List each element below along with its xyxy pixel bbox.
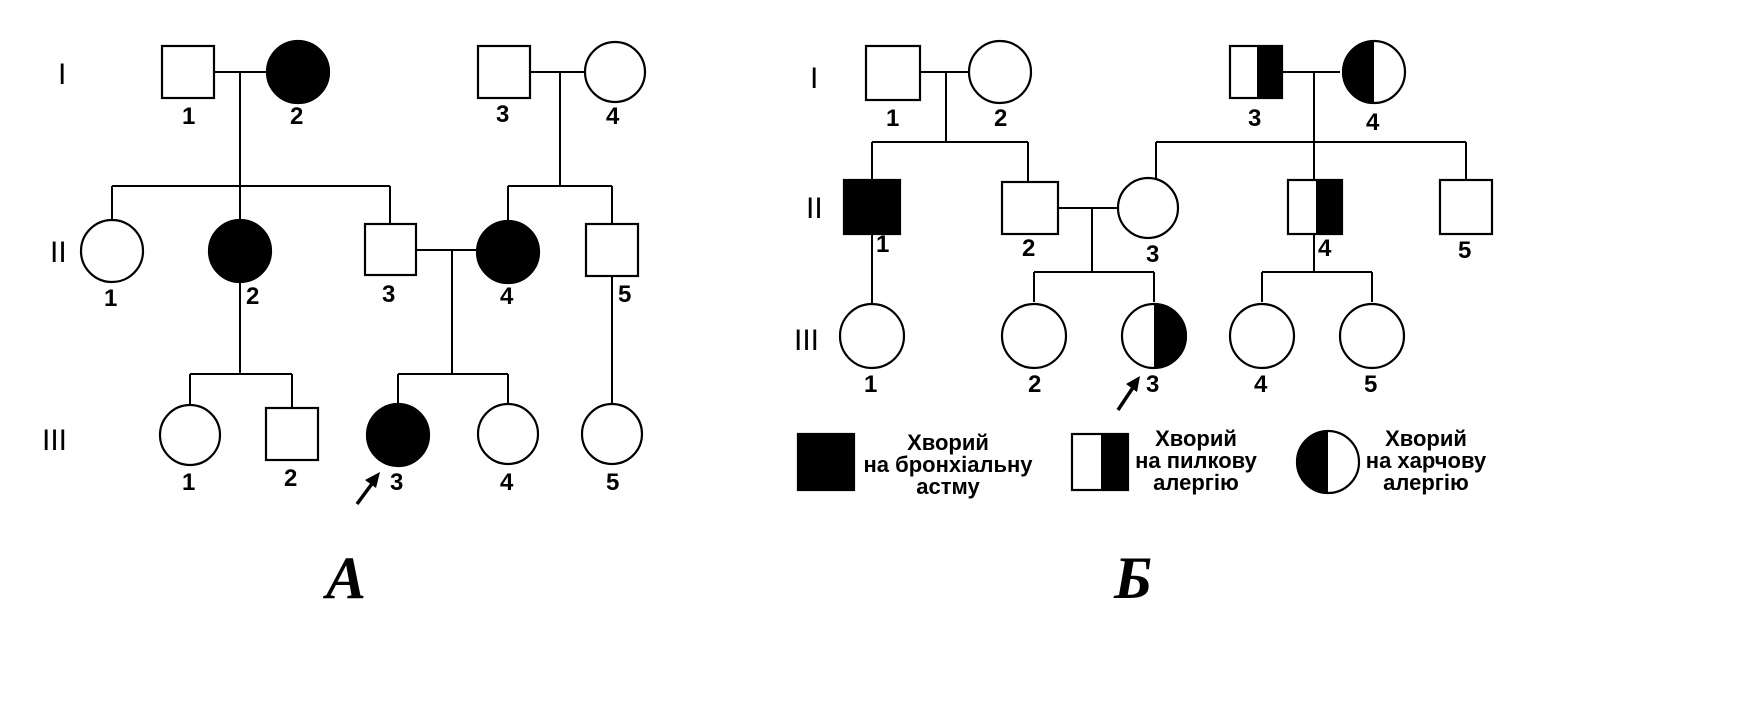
individual-a-i2-female-affected bbox=[265, 39, 331, 105]
number-a-ii2: 2 bbox=[246, 283, 259, 310]
individual-b-iii5-female bbox=[1338, 302, 1406, 370]
legend-food-line3: алергію bbox=[1383, 470, 1469, 495]
number-a-iii1: 1 bbox=[182, 469, 195, 496]
individual-b-iii2-female bbox=[1000, 302, 1068, 370]
legend-food-line1: Хворий bbox=[1385, 426, 1467, 451]
number-b-i2: 2 bbox=[994, 105, 1007, 132]
individual-b-i1-male bbox=[864, 44, 922, 102]
generation-label-b-3: III bbox=[794, 324, 819, 357]
number-a-iii5: 5 bbox=[606, 469, 619, 496]
number-b-ii5: 5 bbox=[1458, 237, 1471, 264]
generation-label-a-1: I bbox=[58, 58, 66, 91]
individual-a-i4-female bbox=[583, 40, 647, 104]
number-b-iii2: 2 bbox=[1028, 371, 1041, 398]
number-a-iii3: 3 bbox=[390, 469, 403, 496]
legend-asthma-line3: астму bbox=[916, 474, 980, 499]
individual-a-ii5-male bbox=[584, 222, 640, 278]
number-a-iii2: 2 bbox=[284, 465, 297, 492]
number-a-ii4: 4 bbox=[500, 283, 514, 310]
legend-item-asthma: Хворий на бронхіальну астму bbox=[796, 430, 1034, 499]
individual-a-iii4-female bbox=[476, 402, 540, 466]
individual-a-i3-male bbox=[476, 44, 532, 100]
number-a-i1: 1 bbox=[182, 103, 195, 130]
individual-a-iii5-female bbox=[580, 402, 644, 466]
number-b-i1: 1 bbox=[886, 105, 899, 132]
pedigree-b: I II III bbox=[794, 39, 1494, 611]
proband-arrow-a bbox=[355, 472, 380, 506]
individual-b-i3-male-pollen-allergy bbox=[1228, 44, 1284, 100]
number-b-iii5: 5 bbox=[1364, 371, 1377, 398]
individual-a-i1-male bbox=[160, 44, 216, 100]
number-b-iii3: 3 bbox=[1146, 371, 1159, 398]
number-a-ii3: 3 bbox=[382, 281, 395, 308]
individual-a-iii2-male bbox=[264, 406, 320, 462]
legend-swatch-asthma bbox=[796, 432, 856, 492]
individual-a-ii2-female-affected bbox=[207, 218, 273, 284]
number-b-iii1: 1 bbox=[864, 371, 877, 398]
legend-pollen-line1: Хворий bbox=[1155, 426, 1237, 451]
number-a-i2: 2 bbox=[290, 103, 303, 130]
number-a-ii1: 1 bbox=[104, 285, 117, 312]
generation-label-b-2: II bbox=[806, 192, 823, 225]
legend-item-food: Хворий на харчову алергію bbox=[1295, 426, 1487, 495]
individual-a-iii3-female-affected-proband bbox=[365, 402, 431, 468]
individual-b-i2-female bbox=[967, 39, 1033, 105]
connector-lines-a bbox=[111, 71, 613, 408]
individual-b-ii2-male bbox=[1000, 180, 1060, 236]
number-b-ii4: 4 bbox=[1318, 235, 1332, 262]
individual-a-ii1-female bbox=[79, 218, 145, 284]
individual-b-iii1-female bbox=[838, 302, 906, 370]
pedigree-a: I II III bbox=[42, 39, 647, 611]
generation-label-a-2: II bbox=[50, 236, 67, 269]
legend: Хворий на бронхіальну астму Хворий на пи… bbox=[796, 426, 1487, 499]
individual-b-ii1-male-asthma bbox=[842, 178, 902, 236]
proband-arrow-b bbox=[1116, 376, 1140, 411]
legend-asthma-line1: Хворий bbox=[907, 430, 989, 455]
number-a-iii4: 4 bbox=[500, 469, 514, 496]
number-a-ii5: 5 bbox=[618, 281, 631, 308]
individual-a-iii1-female bbox=[158, 403, 222, 467]
connector-lines-b bbox=[871, 71, 1467, 306]
individual-b-ii5-male bbox=[1438, 178, 1494, 236]
legend-asthma-line2: на бронхіальну bbox=[864, 452, 1034, 477]
legend-pollen-line3: алергію bbox=[1153, 470, 1239, 495]
number-b-i4: 4 bbox=[1366, 109, 1380, 136]
number-b-iii4: 4 bbox=[1254, 371, 1268, 398]
legend-item-pollen: Хворий на пилкову алергію bbox=[1070, 426, 1258, 495]
individual-b-ii3-female bbox=[1116, 176, 1180, 240]
diagram-a-title: А bbox=[322, 545, 366, 611]
individual-a-ii3-male bbox=[363, 222, 418, 277]
generation-label-b-1: I bbox=[810, 62, 818, 95]
number-b-ii1: 1 bbox=[876, 231, 889, 258]
number-b-i3: 3 bbox=[1248, 105, 1261, 132]
number-a-i4: 4 bbox=[606, 103, 620, 130]
legend-pollen-line2: на пилкову bbox=[1135, 448, 1258, 473]
generation-label-a-3: III bbox=[42, 424, 67, 457]
number-b-ii3: 3 bbox=[1146, 241, 1159, 268]
legend-food-line2: на харчову bbox=[1366, 448, 1487, 473]
diagram-b-title: Б bbox=[1113, 545, 1152, 611]
number-b-ii2: 2 bbox=[1022, 235, 1035, 262]
individual-b-i4-female-food-allergy bbox=[1341, 39, 1407, 105]
individual-b-iii3-female-food-allergy-proband bbox=[1120, 302, 1188, 370]
individual-a-ii4-female-affected bbox=[475, 219, 541, 285]
individual-b-iii4-female bbox=[1228, 302, 1296, 370]
number-a-i3: 3 bbox=[496, 101, 509, 128]
individual-b-ii4-male-pollen-allergy bbox=[1286, 178, 1344, 236]
